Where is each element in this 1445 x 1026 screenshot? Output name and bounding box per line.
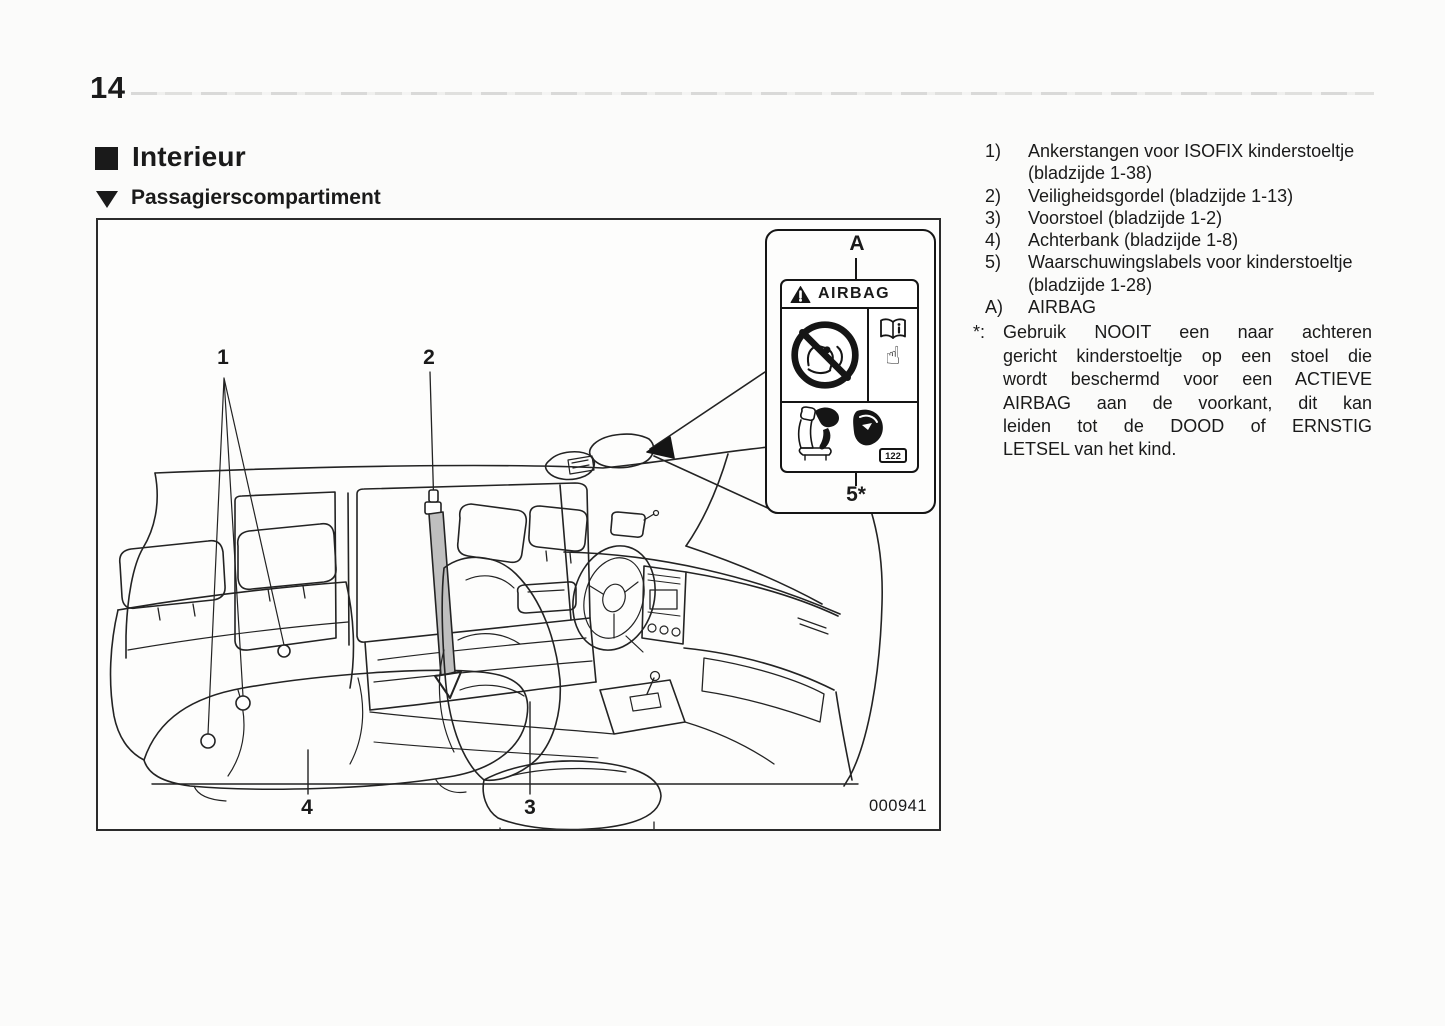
legend-item-marker: 3) [985,207,1002,228]
inset-leader-arrow [646,371,773,511]
legend-item-text: Voorstoel (bladzijde 1-2) [1028,207,1223,228]
section-heading: Interieur [95,141,246,173]
footnote-text: Gebruik NOOIT een naar achteren gericht … [1003,322,1372,460]
legend-item-marker: 2) [985,185,1002,206]
warning-triangle-icon [790,285,811,303]
inset-pointer-label: A [849,232,865,255]
isofix-leader-lines [207,377,285,735]
legend-item-marker: 4) [985,230,1002,251]
legend-item-4: 4) Achterbank (bladzijde 1-8) [972,229,1374,251]
callout-1: 1 [217,346,229,369]
header-rule [131,92,1374,95]
legend-item-marker: A) [985,297,1003,318]
airbag-label-right-cell: ☝ [869,309,917,401]
legend-item-3: 3) Voorstoel (bladzijde 1-2) [972,207,1374,229]
page-number: 14 [90,70,126,105]
legend: 1) Ankerstangen voor ISOFIX kinderstoelt… [972,140,1374,462]
legend-item-a: A) AIRBAG [972,296,1374,318]
page-ref-badge: 122 [885,451,901,462]
callout-4: 4 [301,796,313,819]
airbag-warning-label: AIRBAG [780,279,919,473]
legend-item-text: AIRBAG [1028,297,1097,318]
airbag-footnote: *: Gebruik NOOIT een naar achteren geric… [972,321,1374,461]
airbag-label-mid-row: ☝ [782,309,917,403]
subsection-heading: Passagierscompartiment [96,186,381,210]
inset-callout-5: 5* [846,483,866,506]
section-square-icon [95,147,118,170]
subsection-title: Passagierscompartiment [131,186,381,209]
inset-connector-top [855,258,857,279]
figure-frame: 1 2 3 4 A AIRBAG [96,218,941,831]
legend-item-text: Ankerstangen voor ISOFIX kinderstoeltje … [1028,141,1355,184]
legend-item-marker: 5) [985,252,1002,273]
airbag-deployment-illustration: 122 [782,403,917,467]
car-interior-drawing [109,371,883,829]
rear-bench-seat [109,522,529,802]
pointing-hand-icon: ☝ [885,342,901,370]
inset-connector-bottom [855,471,857,486]
cockpit [369,433,853,781]
legend-item-5: 5) Waarschuwingslabels voor kinderstoelt… [972,251,1374,296]
figure-code: 000941 [868,797,927,815]
airbag-label-text: AIRBAG [818,285,891,302]
legend-item-1: 1) Ankerstangen voor ISOFIX kinderstoelt… [972,140,1374,185]
legend-item-marker: 1) [985,141,1002,161]
legend-item-text: Veiligheidsgordel (bladzijde 1-13) [1028,185,1294,206]
no-rear-facing-child-seat-icon [782,309,869,401]
open-book-icon [880,318,906,339]
callout-2: 2 [423,346,435,369]
legend-item-text: Achterbank (bladzijde 1-8) [1028,230,1239,251]
footnote-marker: *: [973,322,986,343]
airbag-inset-panel: A AIRBAG [765,229,936,514]
callout-3: 3 [524,796,536,819]
section-title: Interieur [132,141,246,172]
legend-item-text: Waarschuwingslabels voor kinderstoeltje … [1028,252,1353,295]
airbag-label-header: AIRBAG [782,281,917,309]
windows-and-door [234,482,597,711]
triangle-down-icon [96,191,118,208]
legend-item-2: 2) Veiligheidsgordel (bladzijde 1-13) [972,185,1374,207]
front-seat [438,503,662,829]
